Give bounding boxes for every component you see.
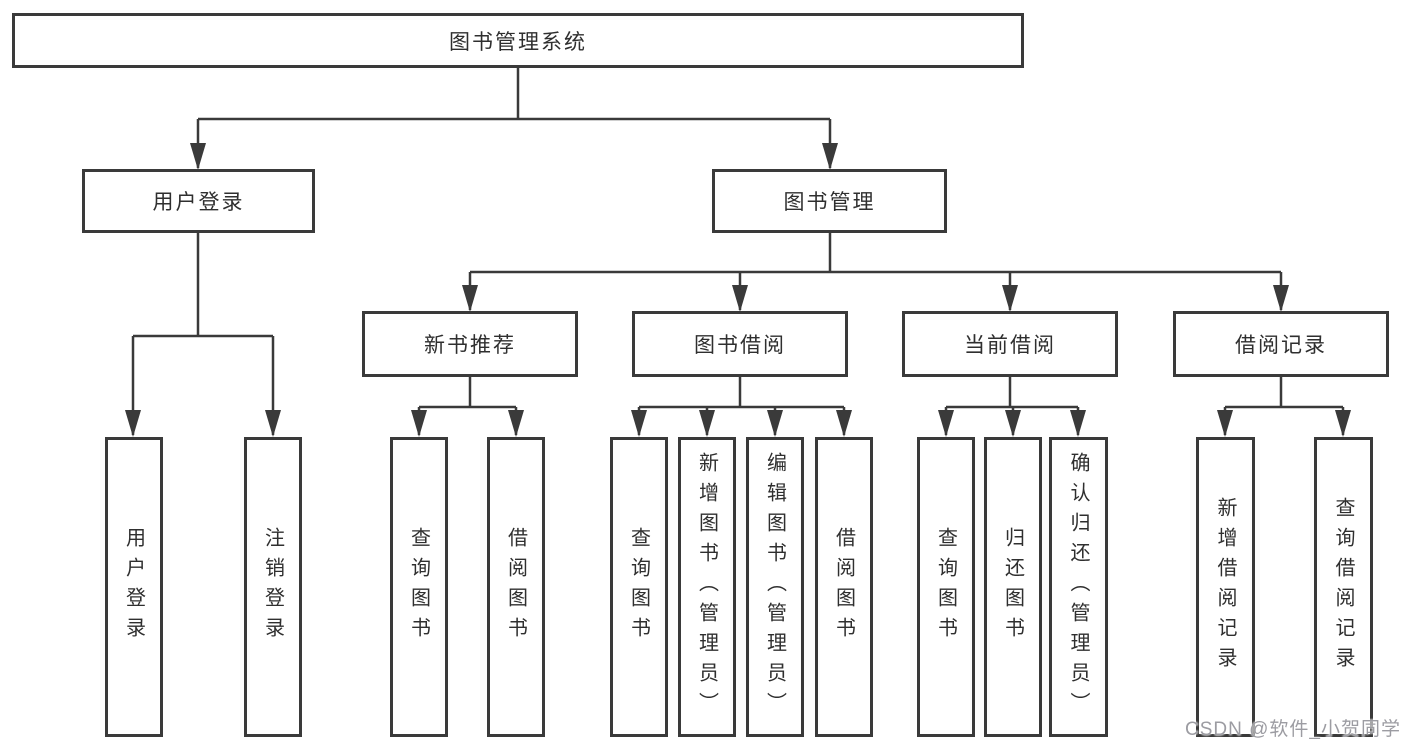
node-new-book-recommend: 新书推荐	[362, 311, 578, 377]
leaf-current-confirm-return-admin: 确认归还（管理员）	[1049, 437, 1108, 737]
leaf-borrowing-edit-books-admin: 编辑图书（管理员）	[746, 437, 804, 737]
leaf-logout: 注销登录	[244, 437, 302, 737]
leaf-newbooks-query-books: 查询图书	[390, 437, 448, 737]
node-borrow-records: 借阅记录	[1173, 311, 1389, 377]
leaf-newbooks-borrow-books: 借阅图书	[487, 437, 545, 737]
leaf-records-add-borrow-record: 新增借阅记录	[1196, 437, 1255, 737]
node-current-borrowing: 当前借阅	[902, 311, 1118, 377]
leaf-records-query-borrow-record: 查询借阅记录	[1314, 437, 1373, 737]
node-root: 图书管理系统	[12, 13, 1024, 68]
node-book-borrowing: 图书借阅	[632, 311, 848, 377]
watermark: CSDN @软件_小贺同学	[1185, 719, 1401, 740]
arrowheads	[125, 143, 1351, 437]
leaf-user-login: 用户登录	[105, 437, 163, 737]
connector-segments	[131, 68, 1345, 435]
leaf-current-query-books: 查询图书	[917, 437, 975, 737]
leaf-borrowing-query-books: 查询图书	[610, 437, 668, 737]
node-book-management: 图书管理	[712, 169, 947, 233]
leaf-current-return-books: 归还图书	[984, 437, 1042, 737]
leaf-borrowing-add-books-admin: 新增图书（管理员）	[678, 437, 736, 737]
leaf-borrowing-borrow-books: 借阅图书	[815, 437, 873, 737]
node-user-login: 用户登录	[82, 169, 315, 233]
